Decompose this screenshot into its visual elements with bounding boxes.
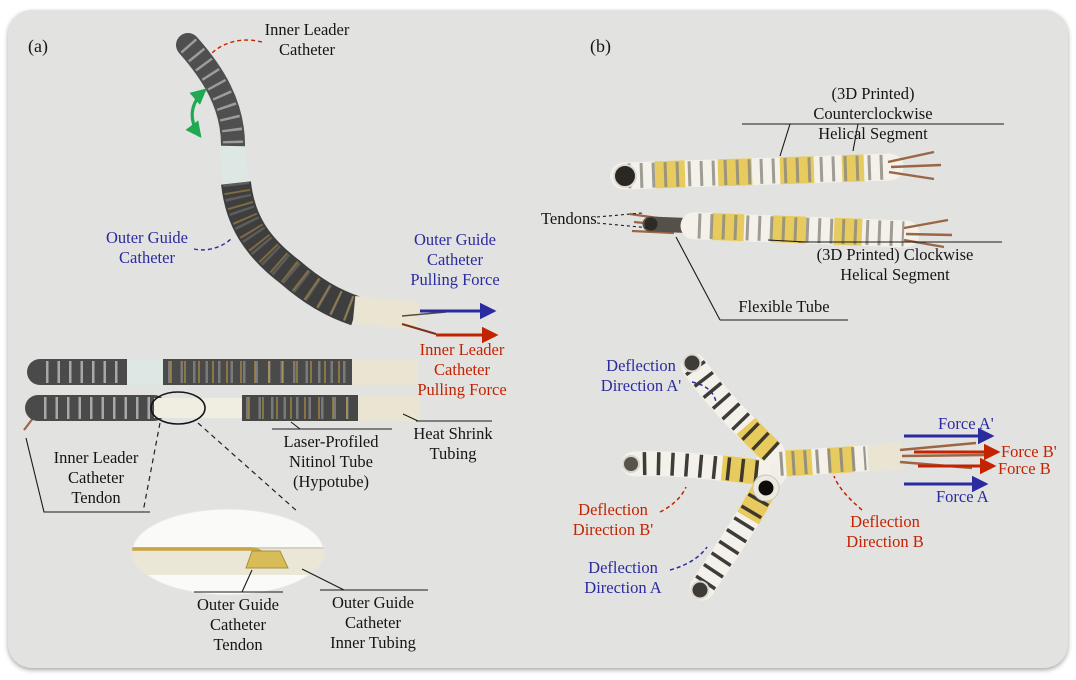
- tendon-anchor: [245, 550, 289, 569]
- curved-catheter-illustration: [176, 33, 499, 344]
- label-heat-shrink-tubing: Heat Shrink Tubing: [413, 424, 493, 463]
- label-tendons: Tendons: [541, 209, 597, 228]
- label-force-b: Force B: [998, 459, 1051, 478]
- label-outer-guide-pulling-force: Outer Guide Catheter Pulling Force: [410, 230, 500, 289]
- force-arrows: [904, 427, 1001, 493]
- detail-highlight-ellipse: [150, 391, 206, 425]
- label-laser-profiled-nitinol: Laser-Profiled Nitinol Tube (Hypotube): [283, 432, 379, 491]
- label-cw-helical-segment: (3D Printed) Clockwise Helical Segment: [816, 245, 974, 284]
- label-inner-leader-pulling-force: Inner Leader Catheter Pulling Force: [417, 340, 507, 399]
- label-outer-guide-tendon: Outer Guide Catheter Tendon: [196, 595, 280, 654]
- label-outer-guide-catheter: Outer Guide Catheter: [105, 228, 189, 267]
- label-deflection-a: Deflection Direction A: [584, 558, 662, 597]
- central-lumen: [758, 480, 774, 496]
- ccw-helical-segment-illustration: [610, 150, 942, 190]
- bending-direction-arrow: [185, 88, 207, 138]
- label-inner-leader-tendon: Inner Leader Catheter Tendon: [53, 448, 139, 507]
- deflection-leader-lines: [659, 381, 863, 571]
- horizontal-catheter-lower: [23, 391, 420, 431]
- label-ccw-helical-segment: (3D Printed) Counterclockwise Helical Se…: [813, 84, 933, 143]
- cw-helical-segment-illustration: [629, 212, 953, 249]
- label-inner-leader-catheter: Inner Leader Catheter: [264, 20, 350, 59]
- panel-a-letter: (a): [28, 36, 48, 56]
- label-force-a-prime: Force A': [938, 414, 994, 433]
- branched-catheter-illustration: [621, 353, 989, 601]
- label-deflection-a-prime: Deflection Direction A': [600, 356, 682, 395]
- label-force-b-prime: Force B': [1001, 442, 1057, 461]
- label-outer-guide-inner-tubing: Outer Guide Catheter Inner Tubing: [330, 593, 416, 652]
- label-leader-lines-a: [25, 413, 492, 593]
- label-deflection-b: Deflection Direction B: [846, 512, 924, 551]
- label-leader-lines-b: [596, 123, 1004, 321]
- magnified-inset: [131, 422, 325, 596]
- label-force-a: Force A: [936, 487, 989, 506]
- panel-b-letter: (b): [590, 36, 611, 56]
- label-flexible-tube: Flexible Tube: [738, 297, 830, 316]
- label-deflection-b-prime: Deflection Direction B': [572, 500, 654, 539]
